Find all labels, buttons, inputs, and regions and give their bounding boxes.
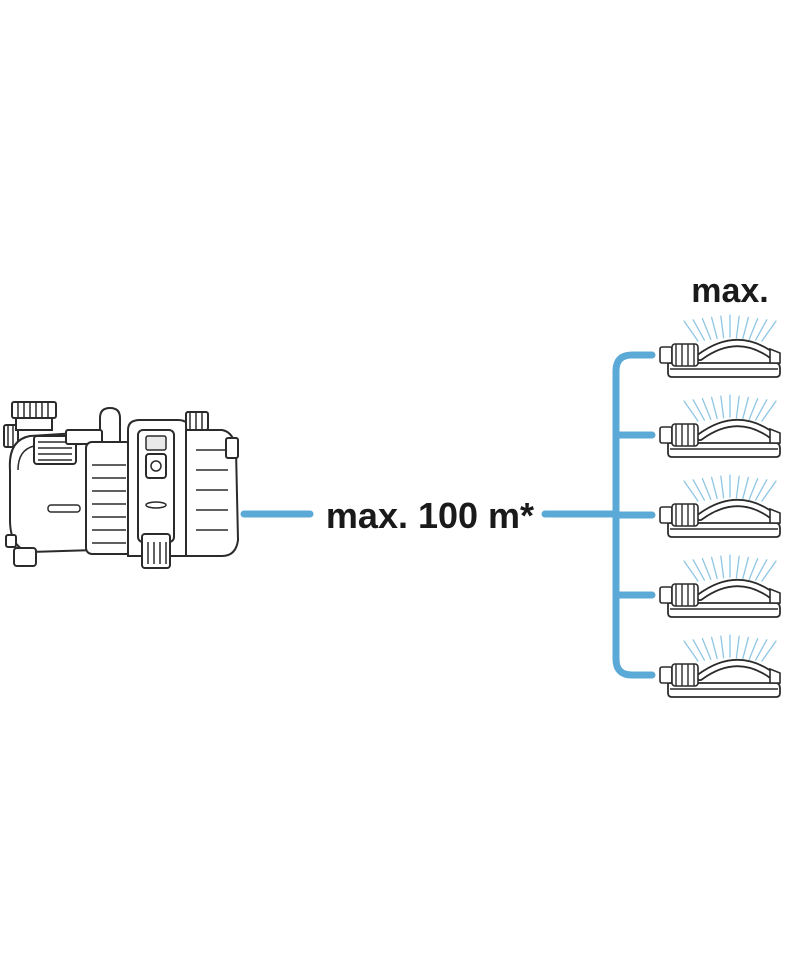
sprinklers-max-label: max. [691, 272, 769, 310]
distance-label: max. 100 m* [326, 495, 534, 536]
garden-pump-icon [3, 401, 240, 569]
water-spray [683, 394, 777, 422]
oscillating-sprinkler-icon [659, 314, 781, 378]
water-spray [683, 554, 777, 582]
sprinkler-group [659, 314, 781, 698]
oscillating-sprinkler-icon [659, 554, 781, 618]
oscillating-sprinkler-icon [659, 634, 781, 698]
oscillating-sprinkler-icon [659, 474, 781, 538]
water-spray [683, 314, 777, 342]
water-spray [683, 474, 777, 502]
water-spray [683, 634, 777, 662]
oscillating-sprinkler-icon [659, 394, 781, 458]
